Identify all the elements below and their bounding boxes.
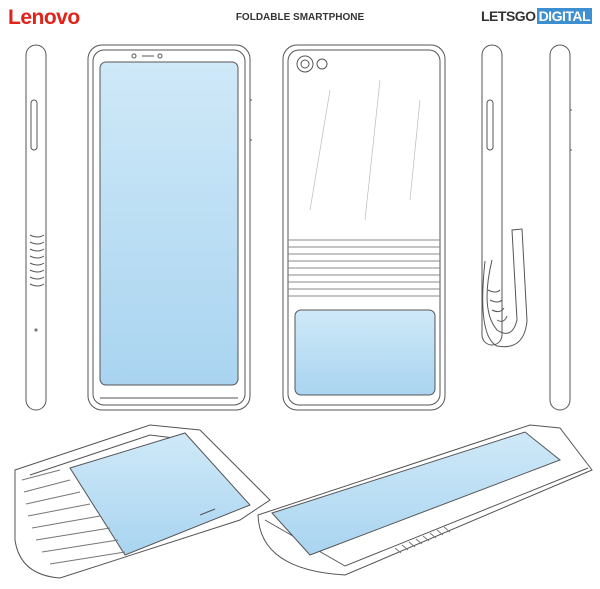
folded-screen	[70, 433, 250, 555]
side-view-right	[550, 45, 572, 410]
front-view	[88, 45, 252, 410]
side-view-left	[26, 45, 46, 410]
perspective-view-folded	[15, 425, 270, 578]
rear-screen	[295, 310, 435, 395]
back-view	[283, 45, 445, 410]
perspective-view-open	[258, 425, 592, 575]
camera-icon	[297, 56, 313, 72]
side-view-folded	[482, 45, 527, 347]
front-screen	[100, 62, 238, 385]
open-screen	[272, 432, 560, 555]
